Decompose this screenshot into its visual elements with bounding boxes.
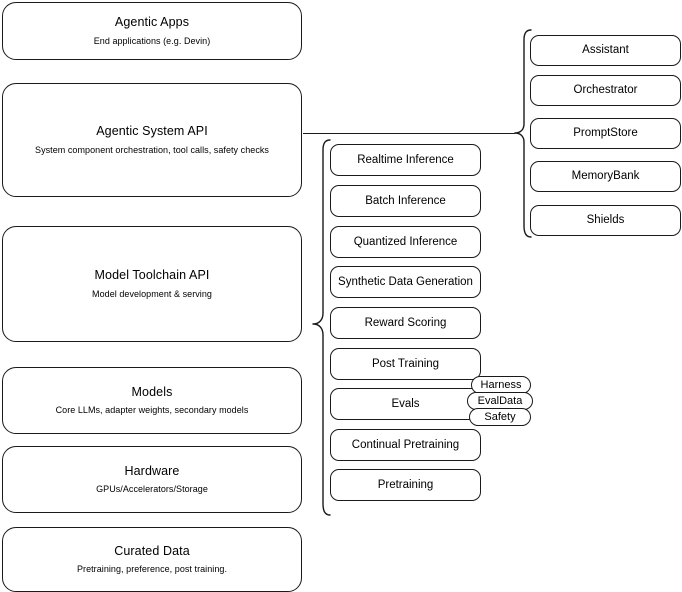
capability-label: Pretraining [377,478,434,491]
component-orchestrator[interactable]: Orchestrator [530,75,681,106]
layer-title: Curated Data [114,543,190,558]
component-memorybank[interactable]: MemoryBank [530,161,681,192]
capability-label: Evals [391,397,420,410]
layer-subtitle: System component orchestration, tool cal… [35,144,269,155]
layer-models[interactable]: Models Core LLMs, adapter weights, secon… [2,367,302,434]
layer-hardware[interactable]: Hardware GPUs/Accelerators/Storage [2,446,302,513]
layer-agentic-apps[interactable]: Agentic Apps End applications (e.g. Devi… [2,2,302,60]
capability-quantized-inference[interactable]: Quantized Inference [330,226,481,258]
pill-label: Safety [484,411,516,423]
layer-agentic-system-api[interactable]: Agentic System API System component orch… [2,83,302,197]
layer-title: Models [131,384,173,399]
layer-title: Agentic System API [96,124,208,139]
capability-batch-inference[interactable]: Batch Inference [330,185,481,217]
capability-label: Quantized Inference [353,235,458,248]
capability-label: Post Training [371,357,440,370]
layer-subtitle: End applications (e.g. Devin) [93,35,211,46]
brace-icon [312,139,331,516]
layer-subtitle: Model development & serving [92,288,212,299]
layer-curated-data[interactable]: Curated Data Pretraining, preference, po… [2,527,302,592]
capability-post-training[interactable]: Post Training [330,348,481,380]
brace-agentic-system [510,28,532,240]
component-shields[interactable]: Shields [530,205,681,236]
layer-subtitle: GPUs/Accelerators/Storage [96,484,208,495]
capability-reward-scoring[interactable]: Reward Scoring [330,307,481,339]
layer-title: Hardware [124,463,180,478]
capability-label: Synthetic Data Generation [338,275,473,288]
component-label: Assistant [582,44,629,57]
pill-label: Harness [480,379,522,391]
brace-icon [514,29,532,238]
layer-title: Model Toolchain API [94,268,210,283]
layer-subtitle: Pretraining, preference, post training. [76,564,228,575]
connector-agentic-system-api-to-components [303,133,515,135]
component-label: Shields [586,214,625,227]
evals-pill-safety[interactable]: Safety [469,408,531,426]
capability-label: Continual Pretraining [351,438,460,451]
brace-model-toolchain [307,138,331,518]
component-label: Orchestrator [573,84,638,97]
component-assistant[interactable]: Assistant [530,35,681,66]
layer-model-toolchain-api[interactable]: Model Toolchain API Model development & … [2,226,302,342]
capability-label: Realtime Inference [357,153,454,166]
layer-subtitle: Core LLMs, adapter weights, secondary mo… [55,405,249,416]
capability-evals[interactable]: Evals [330,388,481,420]
capability-label: Reward Scoring [364,316,447,329]
capability-label: Batch Inference [365,194,446,207]
capability-continual-pretraining[interactable]: Continual Pretraining [330,429,481,461]
evals-pill-evaldata[interactable]: EvalData [467,392,533,410]
component-label: MemoryBank [571,170,640,183]
component-label: PromptStore [573,127,638,140]
capability-realtime-inference[interactable]: Realtime Inference [330,144,481,176]
component-promptstore[interactable]: PromptStore [530,118,681,149]
capability-pretraining[interactable]: Pretraining [330,469,481,501]
capability-synthetic-data-generation[interactable]: Synthetic Data Generation [330,266,481,298]
layer-title: Agentic Apps [114,15,190,30]
pill-label: EvalData [477,395,523,407]
